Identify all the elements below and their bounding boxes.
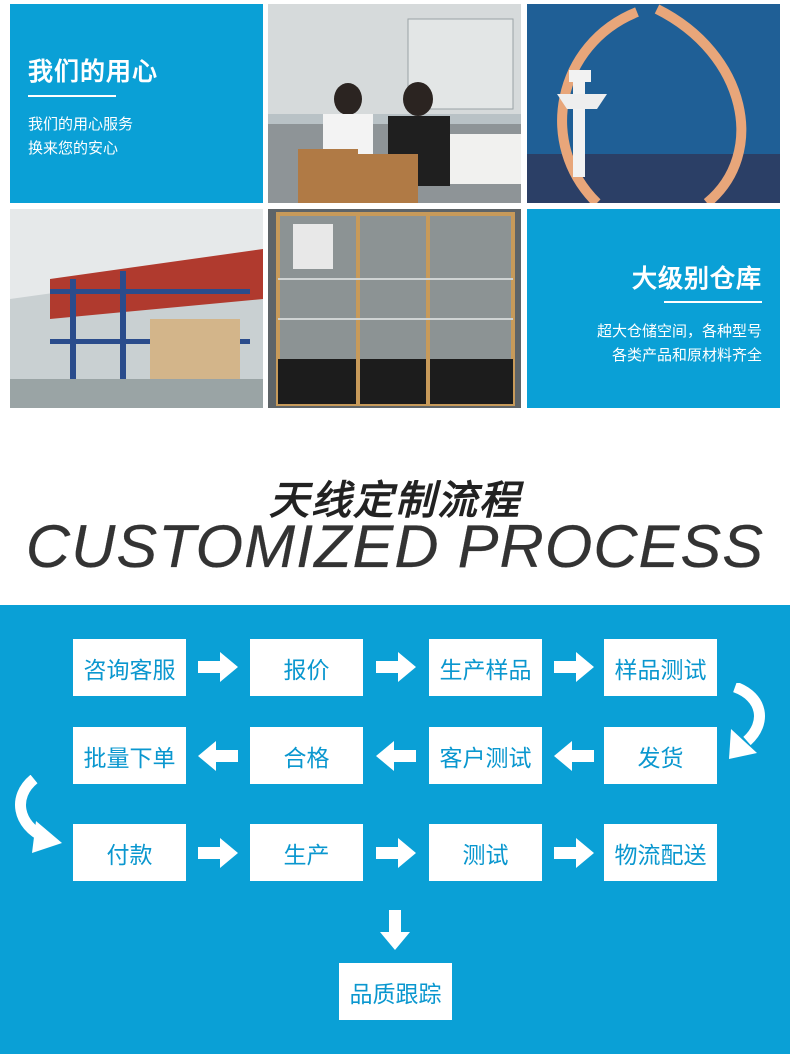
process-flow-panel: 咨询客服 报价 生产样品 样品测试 批量下单 合格 客户测试 发货 付款 生产 …: [0, 605, 790, 1054]
step-quality-tracking: 品质跟踪: [339, 963, 452, 1020]
display-cabinet-photo: [268, 209, 521, 408]
arrow-left-icon: [554, 741, 594, 771]
care-tile: 我们的用心 我们的用心服务 换来您的安心: [10, 4, 263, 203]
step-testing: 测试: [429, 824, 542, 881]
process-title-en: CUSTOMIZED PROCESS: [25, 513, 765, 580]
arrow-right-icon: [376, 652, 416, 682]
warehouse-heading: 大级别仓库: [631, 264, 762, 293]
curved-arrow-down-icon: [14, 775, 64, 857]
step-consult-service: 咨询客服: [73, 639, 186, 696]
care-divider: [28, 95, 116, 97]
step-produce-samples: 生产样品: [429, 639, 542, 696]
arrow-right-icon: [554, 652, 594, 682]
step-bulk-order: 批量下单: [73, 727, 186, 784]
arrow-right-icon: [554, 838, 594, 868]
office-workers-photo: [268, 4, 521, 203]
step-quote: 报价: [250, 639, 363, 696]
warehouse-line-1: 超大仓储空间，各种型号: [596, 322, 762, 340]
step-customer-testing: 客户测试: [429, 727, 542, 784]
anechoic-chamber-photo: [527, 4, 780, 203]
arrow-left-icon: [198, 741, 238, 771]
arrow-down-icon: [380, 910, 410, 950]
arrow-right-icon: [198, 652, 238, 682]
care-line-2: 换来您的安心: [28, 139, 119, 157]
arrow-right-icon: [376, 838, 416, 868]
step-shipping: 发货: [604, 727, 717, 784]
step-payment: 付款: [73, 824, 186, 881]
warehouse-divider: [664, 301, 762, 303]
step-production: 生产: [250, 824, 363, 881]
step-logistics: 物流配送: [604, 824, 717, 881]
process-title-cn: 天线定制流程: [269, 478, 521, 524]
arrow-right-icon: [198, 838, 238, 868]
curved-arrow-down-icon: [725, 683, 773, 761]
arrow-left-icon: [376, 741, 416, 771]
step-qualified: 合格: [250, 727, 363, 784]
warehouse-line-2: 各类产品和原材料齐全: [611, 346, 762, 364]
warehouse-tile: 大级别仓库 超大仓储空间，各种型号 各类产品和原材料齐全: [527, 209, 780, 408]
warehouse-shelves-photo: [10, 209, 263, 408]
care-heading: 我们的用心: [28, 57, 159, 86]
step-sample-testing: 样品测试: [604, 639, 717, 696]
care-line-1: 我们的用心服务: [28, 115, 134, 133]
